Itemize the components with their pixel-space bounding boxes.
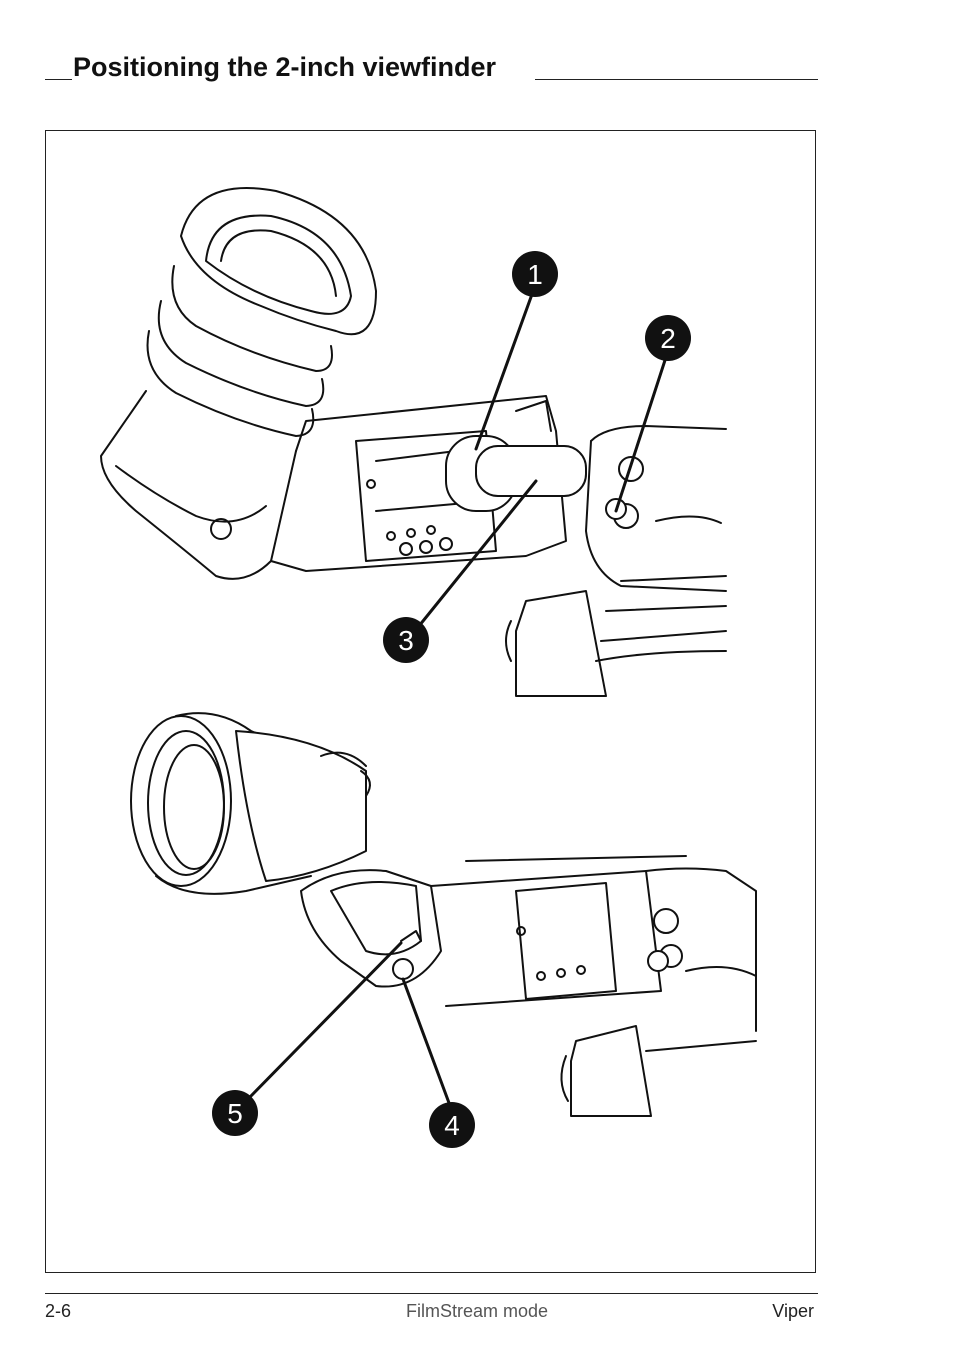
callout-4: 4 xyxy=(429,1102,475,1148)
bottom-viewfinder-drawing xyxy=(130,712,757,1117)
callout-label: 4 xyxy=(444,1110,460,1141)
callout-label: 3 xyxy=(398,625,414,656)
callout-label: 2 xyxy=(660,323,676,354)
callout-label: 1 xyxy=(527,259,543,290)
illustration-drawing: 1 2 3 4 5 xyxy=(100,187,757,1148)
callout-2: 2 xyxy=(645,315,691,361)
footer-product: Viper xyxy=(772,1301,814,1321)
viewfinder-illustration: 1 2 3 4 5 xyxy=(45,130,816,1273)
top-viewfinder-drawing xyxy=(100,187,727,697)
callout-3: 3 xyxy=(383,617,429,663)
footer-rule xyxy=(45,1293,818,1294)
callout-5: 5 xyxy=(212,1090,258,1136)
callout-label: 5 xyxy=(227,1098,243,1129)
callout-1: 1 xyxy=(512,251,558,297)
header-rule-left xyxy=(45,79,72,80)
footer-section: FilmStream mode xyxy=(405,1301,549,1321)
header-rule-right xyxy=(535,79,818,80)
footer-page-number: 2-6 xyxy=(45,1301,72,1321)
callout-leader-lines xyxy=(247,284,670,1113)
page-header: Positioning the 2-inch viewfinder xyxy=(45,52,818,84)
page-title: Positioning the 2-inch viewfinder xyxy=(73,52,497,82)
